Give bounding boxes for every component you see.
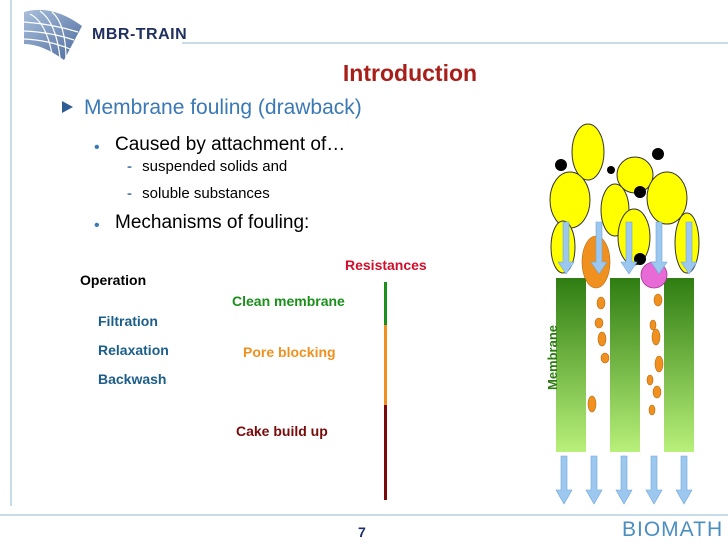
- operation-heading: Operation: [80, 272, 147, 288]
- slide-title: Introduction: [342, 60, 478, 86]
- sub-bullet-2-text: soluble substances: [142, 185, 270, 202]
- resistance-segment-pore: [384, 325, 387, 405]
- caused-by-text: Caused by attachment of…: [115, 134, 346, 155]
- page-number: 7: [358, 524, 366, 540]
- operation-relaxation: Relaxation: [98, 342, 169, 358]
- resistance-segment-cake: [384, 405, 387, 500]
- arrow-bullet-icon: [62, 101, 73, 113]
- resistance-segment-clean: [384, 282, 387, 325]
- dash-bullet-icon: -: [127, 185, 132, 202]
- header-divider: [182, 42, 728, 44]
- dot-bullet-icon: •: [94, 139, 100, 156]
- membrane-column: [556, 278, 586, 452]
- main-bullet-text: Membrane fouling (drawback): [84, 96, 362, 119]
- membrane-column: [664, 278, 694, 452]
- footer-divider: [0, 514, 728, 516]
- membrane-label: Membrane: [545, 324, 561, 391]
- stage-clean-membrane: Clean membrane: [232, 293, 345, 309]
- mbr-train-logo: [22, 4, 192, 62]
- left-border-line: [10, 0, 12, 506]
- dash-bullet-icon: -: [127, 158, 132, 175]
- stage-pore-blocking: Pore blocking: [243, 344, 336, 360]
- grid-logo-icon: [23, 9, 82, 61]
- dot-bullet-icon: •: [94, 217, 100, 234]
- biomath-logo: BIOMATH: [622, 518, 724, 541]
- resistances-heading: Resistances: [345, 257, 427, 273]
- stage-cake-build-up: Cake build up: [236, 423, 328, 439]
- sub-bullet-2: - soluble substances: [127, 185, 270, 202]
- membrane-column: [610, 278, 640, 452]
- sub-bullet-1: - suspended solids and: [127, 158, 287, 175]
- sub-bullet-1-text: suspended solids and: [142, 158, 288, 175]
- operation-filtration: Filtration: [98, 313, 158, 329]
- resistance-bar: [384, 282, 387, 500]
- mechanisms-text: Mechanisms of fouling:: [115, 212, 310, 233]
- logo-text: MBR-TRAIN: [92, 26, 188, 43]
- operation-backwash: Backwash: [98, 371, 167, 387]
- membrane-illustration: [549, 123, 700, 505]
